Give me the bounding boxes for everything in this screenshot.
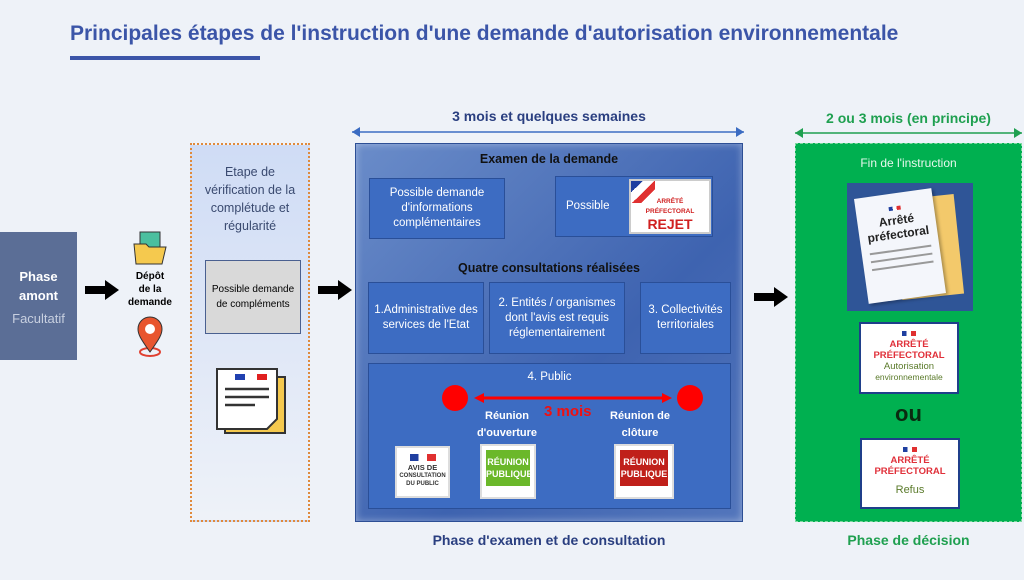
duration-arrow-icon [352,127,744,137]
rejet-box: Possible ARRÊTÉ PRÉFECTORAL REJET [555,176,713,237]
verification-step: Etape de vérification de la complétude e… [190,143,310,522]
rejet-line1: ARRÊTÉ [656,198,684,205]
phase-amont-title1: Phase [19,268,58,284]
card1-line4: environnementale [875,372,943,382]
avis-consultation-sign: AVIS DE CONSULTATION DU PUBLIC [395,446,450,498]
card2-line1: ARRÊTÉ [890,455,930,466]
consultations-header: Quatre consultations réalisées [457,261,640,275]
reunion-red-line2: PUBLIQUE [620,469,668,479]
arrow-right-icon [85,280,119,300]
consultation-2: 2. Entités / organismes dont l'avis est … [489,282,625,354]
rejet-line2: PRÉFECTORAL [645,208,695,215]
phase-amont-subtitle: Facultatif [12,310,65,326]
title-underline [70,56,260,60]
consultation-3: 3. Collectivités territoriales [640,282,731,354]
card1-line3: Autorisation [883,361,935,372]
decision-duration: 2 ou 3 mois (en principe) [826,110,991,126]
examen-duration: 3 mois et quelques semaines [452,108,646,124]
info-request-box: Possible demande d'informations compléme… [369,178,505,239]
avis-line3: DU PUBLIC [406,481,439,487]
rejet-line3: REJET [647,216,693,232]
arrete-autorisation-card: ARRÊTÉ PRÉFECTORAL Autorisation environn… [859,322,959,394]
page-title: Principales étapes de l'instruction d'un… [70,22,899,45]
or-label: ou [895,401,922,426]
complements-box: Possible demande de compléments [205,260,301,334]
consultation-1: 1.Administrative des services de l'Etat [368,282,484,354]
card1-line1: ARRÊTÉ [889,339,929,350]
arrete-refus-card: ARRÊTÉ PRÉFECTORAL Refus [860,438,960,509]
phase-amont-title2: amont [19,287,58,303]
card2-line3: Refus [895,484,925,496]
possible-label: Possible [566,200,610,212]
avis-line1: AVIS DE [407,463,438,472]
timeline-arrow-icon [442,385,703,411]
arrow-right-icon [318,280,352,300]
examen-phase: Examen de la demande Possible demande d'… [355,143,743,522]
folder-icon [133,231,167,265]
reunion-red-line1: RÉUNION [623,457,665,467]
document-icon [216,368,286,434]
phase-amont-box: Phase amont Facultatif [0,232,77,360]
arrow-right-icon [754,287,788,307]
decision-phase-label: Phase de décision [847,532,970,548]
reunion-green-line1: RÉUNION [487,457,529,467]
examen-header: Examen de la demande [479,152,619,166]
card1-line2: PRÉFECTORAL [873,350,945,361]
card2-line2: PRÉFECTORAL [874,466,946,477]
depot-line1: Dépôt [135,271,165,282]
arrete-document-image: Arrêté préfectoral [847,183,973,311]
reunion-publique-green: RÉUNION PUBLIQUE [480,444,536,499]
avis-line2: CONSULTATION [399,473,446,479]
reunion-publique-red: RÉUNION PUBLIQUE [614,444,674,499]
public-duration: 3 mois [544,403,592,420]
decision-header: Fin de l'instruction [860,156,957,170]
rejet-stamp: ARRÊTÉ PRÉFECTORAL REJET [629,179,711,234]
verification-title: Etape de vérification de la complétude e… [204,165,296,233]
decision-duration-arrow-icon [795,128,1022,138]
reunion-green-line2: PUBLIQUE [486,469,533,479]
reunion-cloture: Réunion de clôture [610,410,670,439]
consultation-public: 4. Public 3 mois Réunion d'ouverture Réu… [368,363,731,509]
reunion-ouverture: Réunion d'ouverture [476,410,538,439]
examen-phase-label: Phase d'examen et de consultation [432,532,666,548]
depot-line2: de la [138,284,162,295]
decision-phase: Fin de l'instruction Arrêté préfectoral … [795,143,1022,522]
depot-line3: demande [128,297,172,308]
location-pin-icon [137,316,163,357]
public-title: 4. Public [527,371,572,383]
